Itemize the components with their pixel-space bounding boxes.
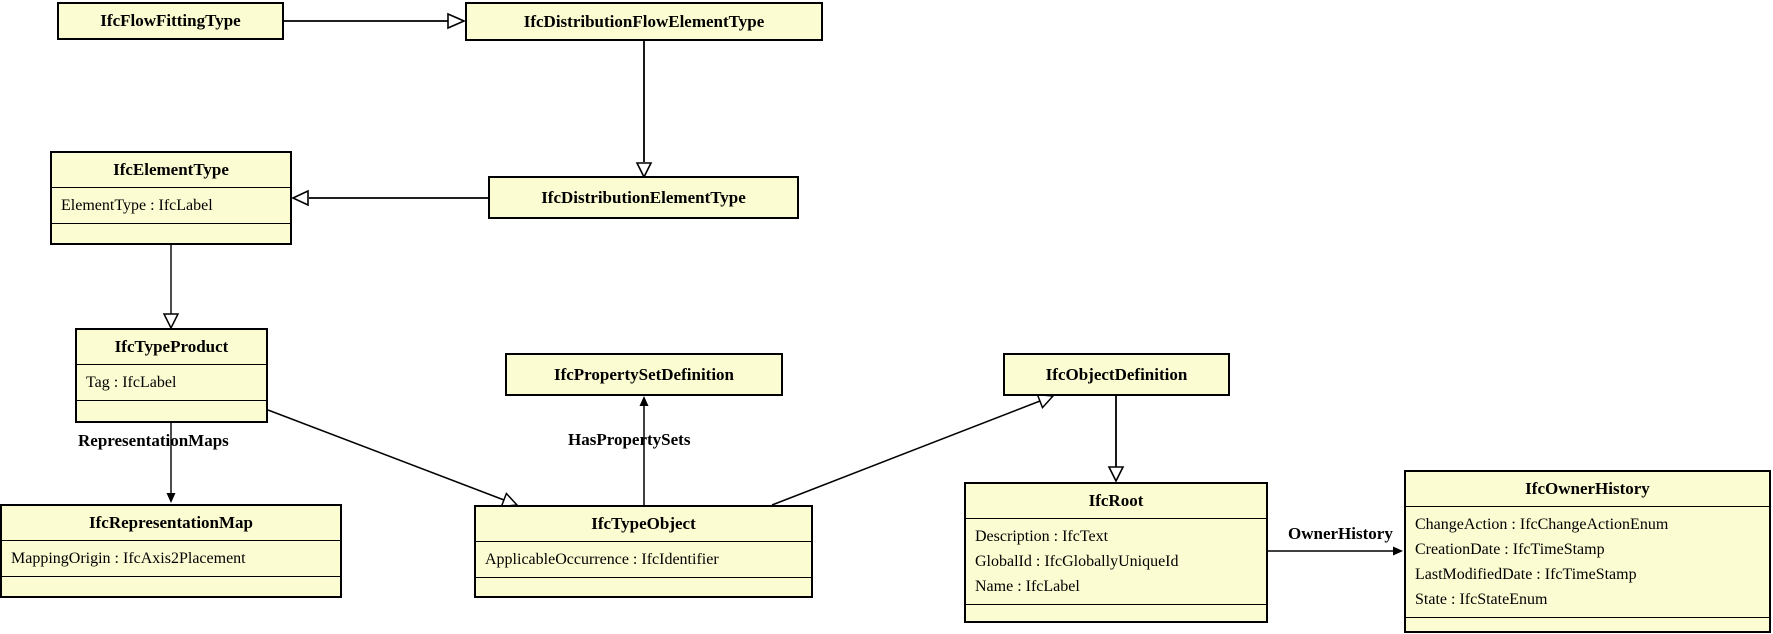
- class-ifcelementtype: IfcElementType ElementType : IfcLabel: [50, 151, 292, 245]
- attribute: Name : IfcLabel: [975, 578, 1080, 595]
- class-title: IfcRoot: [1088, 491, 1144, 510]
- class-attributes: ElementType : IfcLabel: [52, 187, 290, 223]
- operations-compartment: [476, 577, 811, 596]
- class-title: IfcTypeObject: [591, 514, 696, 533]
- attribute: ChangeAction : IfcChangeActionEnum: [1415, 516, 1669, 533]
- operations-compartment: [77, 400, 266, 421]
- edge-generalization-distributionelementtype-elementtype: [291, 189, 488, 207]
- class-ifcroot: IfcRoot Description : IfcText GlobalId :…: [964, 482, 1268, 623]
- edge-generalization-distributionflowelementtype-distributionelementtype: [635, 41, 653, 179]
- attribute: ApplicableOccurrence : IfcIdentifier: [485, 551, 719, 568]
- class-ifcrepresentationmap: IfcRepresentationMap MappingOrigin : Ifc…: [0, 504, 342, 598]
- class-title: IfcElementType: [113, 160, 229, 179]
- edge-generalization-typeproduct-typeobject: [267, 409, 519, 508]
- edge-association-root-ownerhistory: [1267, 546, 1403, 556]
- class-attributes: Description : IfcText GlobalId : IfcGlob…: [966, 518, 1266, 604]
- attribute: GlobalId : IfcGloballyUniqueId: [975, 553, 1179, 570]
- class-ifcpropertysetdefinition: IfcPropertySetDefinition: [505, 353, 783, 396]
- class-ifctypeproduct: IfcTypeProduct Tag : IfcLabel: [75, 328, 268, 423]
- class-title: IfcPropertySetDefinition: [553, 364, 735, 384]
- class-title: IfcOwnerHistory: [1525, 479, 1650, 498]
- operations-compartment: [52, 223, 290, 243]
- edge-generalization-elementtype-typeproduct: [162, 245, 180, 330]
- class-ifctypeobject: IfcTypeObject ApplicableOccurrence : Ifc…: [474, 505, 813, 598]
- class-ifcobjectdefinition: IfcObjectDefinition: [1003, 353, 1230, 396]
- class-attributes: ChangeAction : IfcChangeActionEnum Creat…: [1406, 506, 1769, 617]
- edge-label-ownerhistory: OwnerHistory: [1288, 524, 1393, 543]
- operations-compartment: [2, 576, 340, 596]
- edge-generalization-flowfittingtype-distributionflowelementtype: [284, 12, 466, 30]
- class-ifcownerhistory: IfcOwnerHistory ChangeAction : IfcChange…: [1404, 470, 1771, 633]
- attribute: MappingOrigin : IfcAxis2Placement: [11, 550, 246, 567]
- class-attributes: MappingOrigin : IfcAxis2Placement: [2, 540, 340, 576]
- class-title: IfcObjectDefinition: [1045, 364, 1188, 384]
- attribute: Description : IfcText: [975, 528, 1109, 545]
- edge-association-typeobject-propertysetdefinition: [639, 396, 649, 505]
- attribute: CreationDate : IfcTimeStamp: [1415, 541, 1605, 558]
- edge-association-typeproduct-representationmap: [166, 423, 176, 503]
- attribute: ElementType : IfcLabel: [61, 197, 213, 214]
- operations-compartment: [1406, 617, 1769, 631]
- class-title: IfcRepresentationMap: [89, 513, 253, 532]
- class-attributes: Tag : IfcLabel: [77, 364, 266, 400]
- operations-compartment: [966, 604, 1266, 621]
- edge-label-haspropertysets: HasPropertySets: [568, 430, 691, 449]
- attribute: State : IfcStateEnum: [1415, 591, 1548, 608]
- attribute: LastModifiedDate : IfcTimeStamp: [1415, 566, 1637, 583]
- class-ifcdistributionflowelementtype: IfcDistributionFlowElementType: [465, 2, 823, 41]
- class-title: IfcFlowFittingType: [100, 11, 241, 30]
- class-ifcflowfittingtype: IfcFlowFittingType: [57, 2, 284, 40]
- attribute: Tag : IfcLabel: [86, 374, 177, 391]
- class-attributes: ApplicableOccurrence : IfcIdentifier: [476, 541, 811, 577]
- edge-generalization-objectdefinition-root: [1107, 396, 1125, 483]
- class-title: IfcDistributionElementType: [541, 187, 746, 207]
- class-title: IfcDistributionFlowElementType: [523, 11, 765, 31]
- class-title: IfcTypeProduct: [114, 337, 229, 356]
- class-ifcdistributionelementtype: IfcDistributionElementType: [488, 176, 799, 219]
- edge-label-representationmaps: RepresentationMaps: [78, 431, 229, 450]
